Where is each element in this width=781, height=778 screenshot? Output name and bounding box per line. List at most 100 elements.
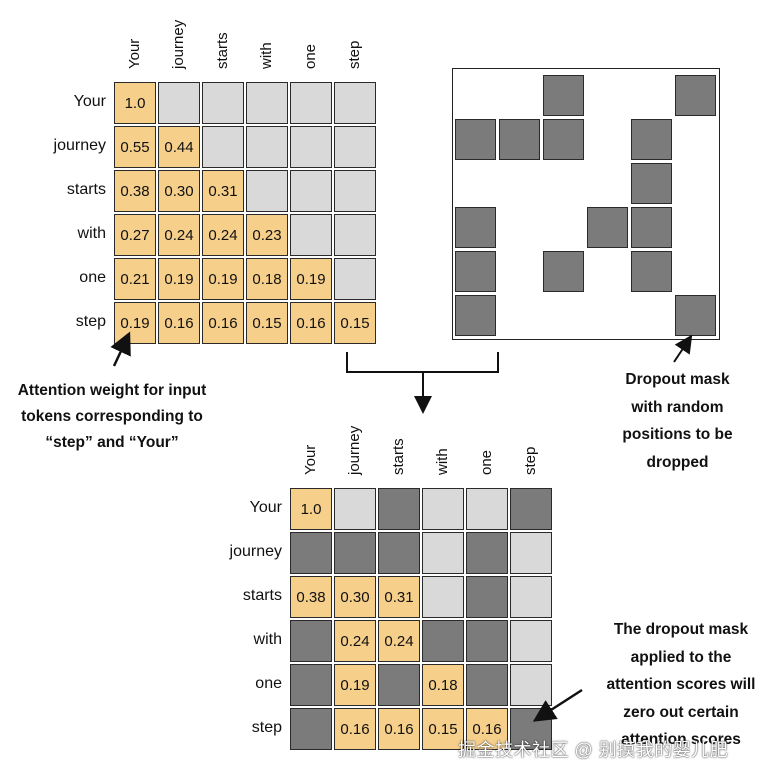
empty-cell: [422, 532, 464, 574]
weight-cell: 0.19: [202, 258, 244, 300]
annotation-line: attention scores will: [606, 676, 756, 693]
dropped-cell: [378, 488, 420, 530]
dropped-cell: [466, 664, 508, 706]
empty-cell: [202, 126, 244, 168]
weight-cell: 0.16: [290, 302, 332, 344]
annotation-attention-weight: Attention weight for input tokens corres…: [0, 378, 224, 456]
dropped-cell: [422, 620, 464, 662]
empty-cell: [334, 258, 376, 300]
weight-cell: 0.16: [202, 302, 244, 344]
row-label: Your: [249, 499, 282, 516]
empty-cell: [290, 126, 332, 168]
weight-cell: 0.24: [334, 620, 376, 662]
weight-cell: 0.27: [114, 214, 156, 256]
dropped-cell: [378, 532, 420, 574]
empty-cell: [466, 488, 508, 530]
dropped-cell: [466, 576, 508, 618]
empty-cell: [510, 532, 552, 574]
dropped-cell: [466, 532, 508, 574]
empty-cell: [202, 82, 244, 124]
row-label: starts: [66, 181, 106, 198]
mask-cell: [587, 207, 628, 248]
weight-cell: 0.31: [378, 576, 420, 618]
mask-cell: [455, 119, 496, 160]
weight-cell: 0.24: [202, 214, 244, 256]
mask-cell: [543, 119, 584, 160]
weight-cell: 0.15: [246, 302, 288, 344]
row-label: journey: [229, 543, 282, 560]
weight-cell: 0.21: [114, 258, 156, 300]
weight-cell: 0.30: [334, 576, 376, 618]
annotation-line: applied to the: [630, 648, 732, 666]
weight-cell: 0.19: [290, 258, 332, 300]
mask-cell: [543, 251, 584, 292]
annotation-line: zero out certain: [623, 703, 739, 721]
dropped-cell: [334, 532, 376, 574]
row-label: one: [79, 269, 106, 286]
annotation-line: positions to be: [622, 426, 733, 443]
empty-cell: [290, 82, 332, 124]
empty-cell: [158, 82, 200, 124]
empty-cell: [510, 620, 552, 662]
weight-cell: 0.24: [158, 214, 200, 256]
arrow-to-mask-cell: [673, 334, 693, 363]
dropped-cell: [510, 488, 552, 530]
annotation-line: with random: [631, 398, 724, 416]
mask-cell: [455, 295, 496, 336]
row-label: step: [75, 313, 106, 330]
arrow-to-masked-cell: [532, 688, 583, 722]
dropped-cell: [290, 708, 332, 750]
weight-cell: 0.16: [466, 708, 508, 750]
arrow-to-step-cell: [110, 331, 131, 367]
weight-cell: 0.15: [334, 302, 376, 344]
weight-cell: 0.24: [378, 620, 420, 662]
weight-cell: 0.44: [158, 126, 200, 168]
annotation-dropout-mask: Dropout mask with random positions to be…: [590, 366, 765, 476]
annotation-line: Dropout mask: [625, 371, 730, 388]
empty-cell: [246, 126, 288, 168]
row-label: with: [253, 631, 282, 648]
dropped-cell: [290, 620, 332, 662]
mask-cell: [631, 207, 672, 248]
row-label: starts: [242, 587, 282, 604]
row-label: Your: [73, 93, 106, 110]
dropped-cell: [378, 664, 420, 706]
weight-cell: 0.16: [378, 708, 420, 750]
weight-cell: 0.18: [246, 258, 288, 300]
row-label: one: [255, 675, 282, 692]
mask-cell: [631, 119, 672, 160]
weight-cell: 0.30: [158, 170, 200, 212]
empty-cell: [246, 170, 288, 212]
merge-bracket: [346, 352, 499, 373]
empty-cell: [334, 126, 376, 168]
weight-cell: 0.38: [114, 170, 156, 212]
weight-cell: 0.38: [290, 576, 332, 618]
empty-cell: [510, 664, 552, 706]
weight-cell: 0.18: [422, 664, 464, 706]
weight-cell: 0.55: [114, 126, 156, 168]
empty-cell: [334, 82, 376, 124]
empty-cell: [334, 488, 376, 530]
weight-cell: 0.15: [422, 708, 464, 750]
mask-cell: [631, 163, 672, 204]
weight-cell: 0.23: [246, 214, 288, 256]
empty-cell: [422, 488, 464, 530]
row-label: with: [77, 225, 106, 242]
weight-cell: 0.31: [202, 170, 244, 212]
annotation-line: “step” and “Your”: [45, 434, 179, 451]
weight-cell: 0.19: [158, 258, 200, 300]
annotation-line: tokens corresponding to: [21, 408, 203, 425]
weight-cell: 0.16: [334, 708, 376, 750]
mask-cell: [455, 207, 496, 248]
row-label: step: [251, 719, 282, 736]
mask-cell: [455, 251, 496, 292]
dropped-cell: [466, 620, 508, 662]
empty-cell: [246, 82, 288, 124]
watermark: 掘金技术社区 @ 别摸我的婴儿肥: [458, 740, 729, 760]
empty-cell: [290, 214, 332, 256]
empty-cell: [334, 214, 376, 256]
weight-cell: 0.16: [158, 302, 200, 344]
weight-cell: 1.0: [290, 488, 332, 530]
